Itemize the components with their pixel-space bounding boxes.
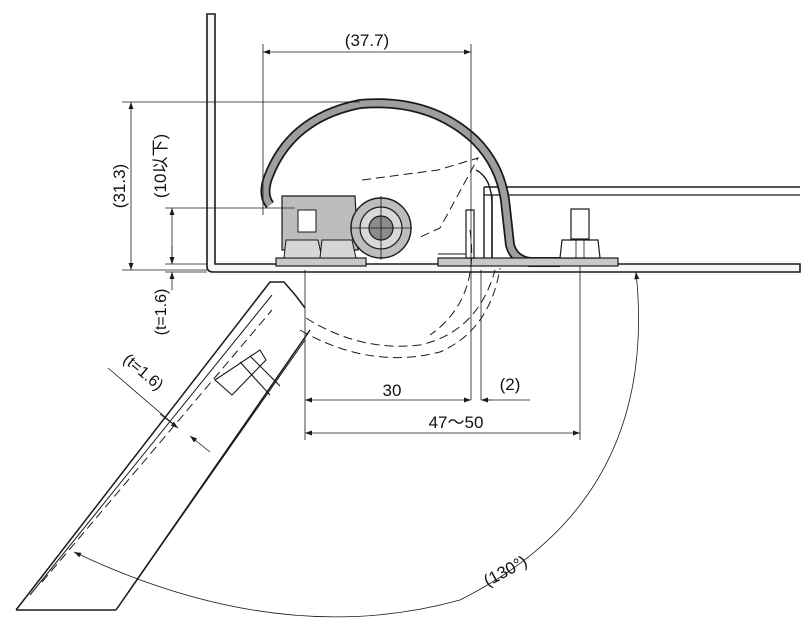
- dim-angle-arc: [73, 271, 640, 618]
- dim-label-t-cabinet: (t=1.6): [153, 289, 170, 336]
- dim-label-37-7: (37.7): [345, 31, 389, 50]
- dim-label-30: 30: [383, 381, 402, 400]
- dim-label-31-3: (31.3): [110, 164, 129, 208]
- door-bracket: [438, 209, 475, 259]
- hinge-arm: [260, 98, 560, 267]
- dim-label-t-door: (t=1.6): [120, 351, 167, 394]
- dim-label-angle: (130°): [480, 552, 530, 591]
- dim-label-47-50: 47〜50: [429, 413, 484, 432]
- dim-t-cabinet: [165, 246, 207, 290]
- dim-label-10-max: (10以下): [151, 134, 170, 198]
- hinge-base-plate: [275, 195, 619, 267]
- dim-31-3: [122, 101, 360, 271]
- dim-10-max: [165, 207, 295, 264]
- door-panel-closed: [483, 186, 800, 262]
- mounting-bolt-right: [559, 208, 601, 259]
- hinge-pivot: [350, 196, 412, 260]
- dim-label-2: (2): [500, 375, 521, 394]
